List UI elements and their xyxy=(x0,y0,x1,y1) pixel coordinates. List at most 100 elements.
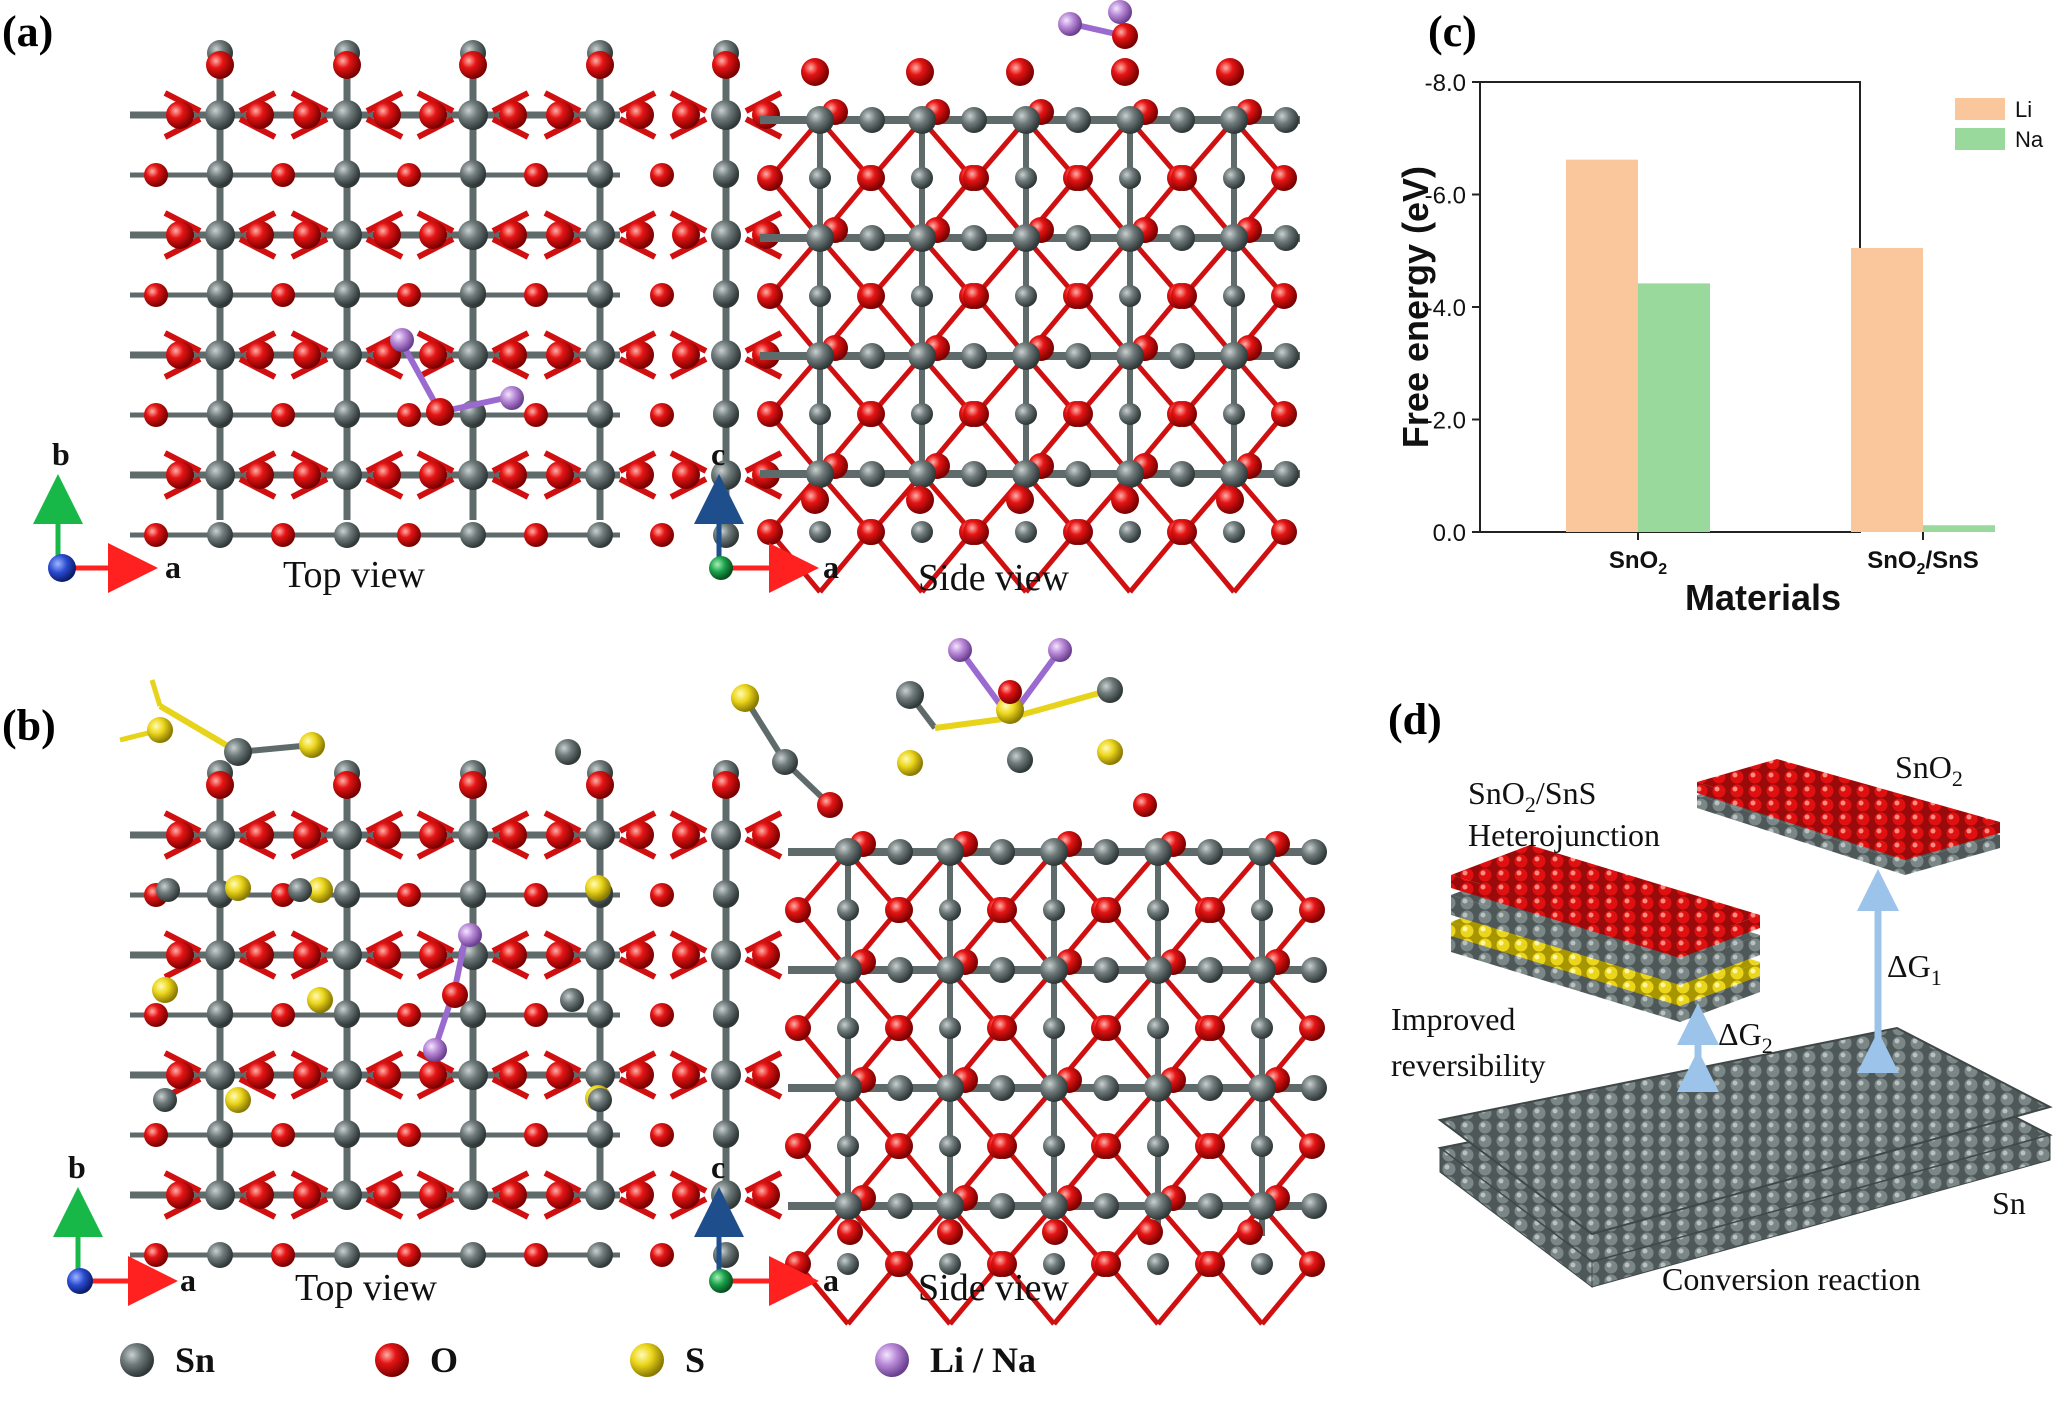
o-atom xyxy=(373,941,401,969)
o-atom xyxy=(206,51,234,79)
panel-b-top-caption: Top view xyxy=(295,1267,437,1309)
bar-na-0 xyxy=(1638,283,1710,532)
sn-atom xyxy=(806,224,834,252)
sn-atom xyxy=(288,878,312,902)
sn-atom xyxy=(1147,1017,1169,1039)
o-atom xyxy=(293,461,321,489)
o-atom xyxy=(752,101,780,129)
o-atom xyxy=(397,523,421,547)
o-atom xyxy=(524,1243,548,1267)
sn-atom xyxy=(711,220,741,250)
o-atom xyxy=(546,101,574,129)
sn-atom xyxy=(1251,899,1273,921)
o-atom xyxy=(757,165,783,191)
sn-atom xyxy=(332,1180,362,1210)
sn-atom xyxy=(989,1193,1015,1219)
o-atom xyxy=(1042,1219,1068,1245)
sn-atom xyxy=(887,1075,913,1101)
sn-atom xyxy=(887,957,913,983)
o-atom xyxy=(397,1123,421,1147)
o-atom xyxy=(499,1061,527,1089)
o-atom xyxy=(817,792,843,818)
sn-atom xyxy=(711,340,741,370)
o-atom xyxy=(752,941,780,969)
o-atom xyxy=(785,1251,811,1277)
sn-atom xyxy=(332,100,362,130)
sn-atom xyxy=(806,460,834,488)
sn-atom xyxy=(585,820,615,850)
o-atom xyxy=(1299,1015,1325,1041)
o-atom xyxy=(1271,401,1297,427)
sn-atom xyxy=(1147,899,1169,921)
o-atom xyxy=(546,1181,574,1209)
s-atom xyxy=(897,750,923,776)
panel-c-label: (c) xyxy=(1428,7,1477,56)
o-atom xyxy=(626,461,654,489)
o-atom xyxy=(144,523,168,547)
o-atom xyxy=(963,519,989,545)
s-atom xyxy=(630,1343,664,1377)
o-atom xyxy=(963,283,989,309)
sn-atom xyxy=(1301,957,1327,983)
o-atom xyxy=(271,403,295,427)
x-axis-title: Materials xyxy=(1685,577,1841,618)
o-atom xyxy=(333,51,361,79)
o-atom xyxy=(293,341,321,369)
sn-atom xyxy=(205,820,235,850)
o-atom xyxy=(626,941,654,969)
axis-a-label: a xyxy=(823,1262,839,1298)
sn-atom xyxy=(205,220,235,250)
s-atom xyxy=(152,977,178,1003)
bar-li-0 xyxy=(1566,159,1638,532)
o-atom xyxy=(887,897,913,923)
bond xyxy=(1260,1262,1314,1326)
sn-atom xyxy=(207,1120,233,1146)
sn-atom xyxy=(588,1088,612,1112)
sn-atom xyxy=(460,1120,486,1146)
bond xyxy=(1210,1262,1264,1326)
sn-atom xyxy=(961,225,987,251)
o-atom xyxy=(1111,486,1139,514)
sn-atom xyxy=(1012,342,1040,370)
axis-a-label: a xyxy=(165,549,181,585)
bond xyxy=(158,703,240,755)
sn-atom xyxy=(1169,225,1195,251)
o-atom xyxy=(1067,519,1093,545)
o-atom xyxy=(333,771,361,799)
sn-atom xyxy=(205,100,235,130)
sn-atom xyxy=(936,1074,964,1102)
o-atom xyxy=(1095,1015,1121,1041)
sn-atom xyxy=(1015,285,1037,307)
sn-atom xyxy=(772,749,798,775)
sn-atom xyxy=(460,1242,486,1268)
sn-atom xyxy=(1223,285,1245,307)
sn-atom xyxy=(1043,1017,1065,1039)
o-atom xyxy=(752,1181,780,1209)
o-atom xyxy=(499,221,527,249)
o-atom xyxy=(1199,1015,1225,1041)
sn-slab xyxy=(1437,1026,2053,1289)
sn-atom xyxy=(1093,1075,1119,1101)
o-atom xyxy=(373,461,401,489)
sn-atom xyxy=(1220,460,1248,488)
sn-atom xyxy=(806,342,834,370)
o-atom xyxy=(499,941,527,969)
sn-atom xyxy=(587,1000,613,1026)
sn-atom xyxy=(207,1000,233,1026)
o-atom xyxy=(271,523,295,547)
o-atom xyxy=(499,1181,527,1209)
sn-atom xyxy=(1273,343,1299,369)
sn-atom xyxy=(1043,1253,1065,1275)
sn-atom xyxy=(205,940,235,970)
o-atom xyxy=(546,941,574,969)
sn-atom xyxy=(587,1242,613,1268)
o-atom xyxy=(546,221,574,249)
o-atom xyxy=(246,341,274,369)
sn-atom xyxy=(1043,1135,1065,1157)
sn-atom xyxy=(908,106,936,134)
o-atom xyxy=(524,1003,548,1027)
o-atom xyxy=(1299,1133,1325,1159)
sn-atom xyxy=(1197,1193,1223,1219)
x-tick-label: SnO2/SnS xyxy=(1867,547,1979,578)
